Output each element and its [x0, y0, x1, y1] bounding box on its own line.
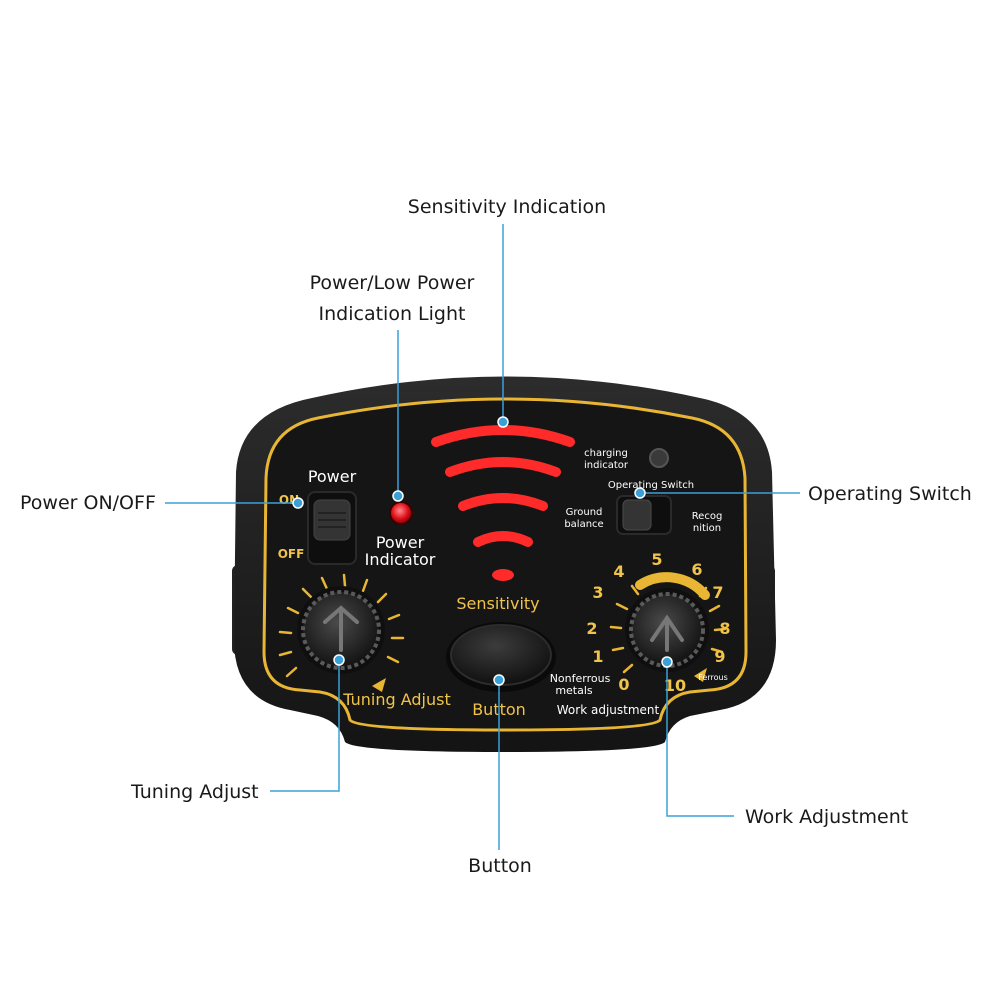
dial-number: 2 [586, 619, 597, 638]
callout-sensitivity-indication: Sensitivity Indication [408, 196, 606, 218]
callout-power-light-line2: Indication Light [319, 303, 466, 325]
operating-switch-slider[interactable] [622, 499, 652, 531]
dial-number: 6 [691, 560, 702, 579]
dial-number: 9 [714, 647, 725, 666]
gold-border [262, 397, 748, 732]
dial-number: 8 [719, 619, 730, 638]
callout-lines [165, 224, 800, 850]
led-bar-1 [431, 425, 575, 447]
panel-nonferrous-line1: Nonferrous [550, 672, 611, 685]
callout-operating-switch: Operating Switch [808, 483, 972, 505]
dial-number: 7 [712, 583, 723, 602]
work-dial-scale [609, 572, 727, 682]
panel-sensitivity-label: Sensitivity [456, 594, 539, 613]
power-switch[interactable] [307, 491, 357, 565]
callout-tuning-adjust: Tuning Adjust [130, 781, 259, 803]
charging-indicator-led [649, 448, 669, 468]
center-button[interactable] [446, 622, 556, 692]
dial-number: 1 [592, 647, 603, 666]
led-bar-5 [492, 569, 514, 581]
work-callout-line [666, 662, 734, 817]
led-bar-2 [445, 457, 561, 477]
tuning-knob-pointer [323, 605, 359, 652]
callout-power-light-line1: Power/Low Power [310, 272, 475, 294]
dial-number: 0 [618, 675, 629, 694]
panel-recog-line1: Recog [692, 511, 723, 522]
callout-power-on-off: Power ON/OFF [20, 492, 156, 514]
led-bar-4 [473, 531, 533, 547]
panel-ferrous-label: Ferrous [698, 673, 727, 682]
panel-nonferrous-line2: metals [555, 684, 593, 697]
work-knob-pointer [650, 614, 684, 652]
panel-charging-line2: indicator [584, 460, 629, 471]
panel-ground-line2: balance [564, 519, 603, 530]
sensitivity-led-bars [431, 425, 575, 581]
power-indicator-led [389, 501, 413, 525]
dial-number: 5 [651, 550, 662, 569]
operating-switch[interactable] [616, 495, 672, 535]
panel-power-indicator-line2: Indicator [365, 550, 436, 569]
panel-tuning-adjust-label: Tuning Adjust [342, 690, 450, 709]
tuning-knob-scale [278, 573, 405, 692]
panel-ground-line1: Ground [566, 507, 603, 518]
led-bar-3 [458, 493, 548, 511]
panel-operating-switch-label: Operating Switch [608, 480, 694, 491]
panel-charging-line1: charging [584, 448, 628, 459]
panel-recog-line2: nition [693, 523, 721, 534]
dial-number: 4 [613, 562, 624, 581]
tuning-callout-line [270, 660, 340, 792]
callout-dots [292, 416, 673, 686]
panel-off-label: OFF [278, 547, 305, 561]
panel-power-indicator-line1: Power [376, 533, 425, 552]
callout-work-adjustment: Work Adjustment [745, 806, 908, 828]
work-dial-numbers: 0 1 2 3 4 5 6 7 8 9 10 [586, 550, 730, 695]
panel-power-label: Power [308, 467, 357, 486]
tuning-knob[interactable] [297, 586, 385, 674]
dial-number: 3 [592, 583, 603, 602]
dial-number: 10 [664, 676, 686, 695]
panel-work-adjustment-label: Work adjustment [557, 703, 660, 717]
callout-button: Button [468, 855, 532, 877]
